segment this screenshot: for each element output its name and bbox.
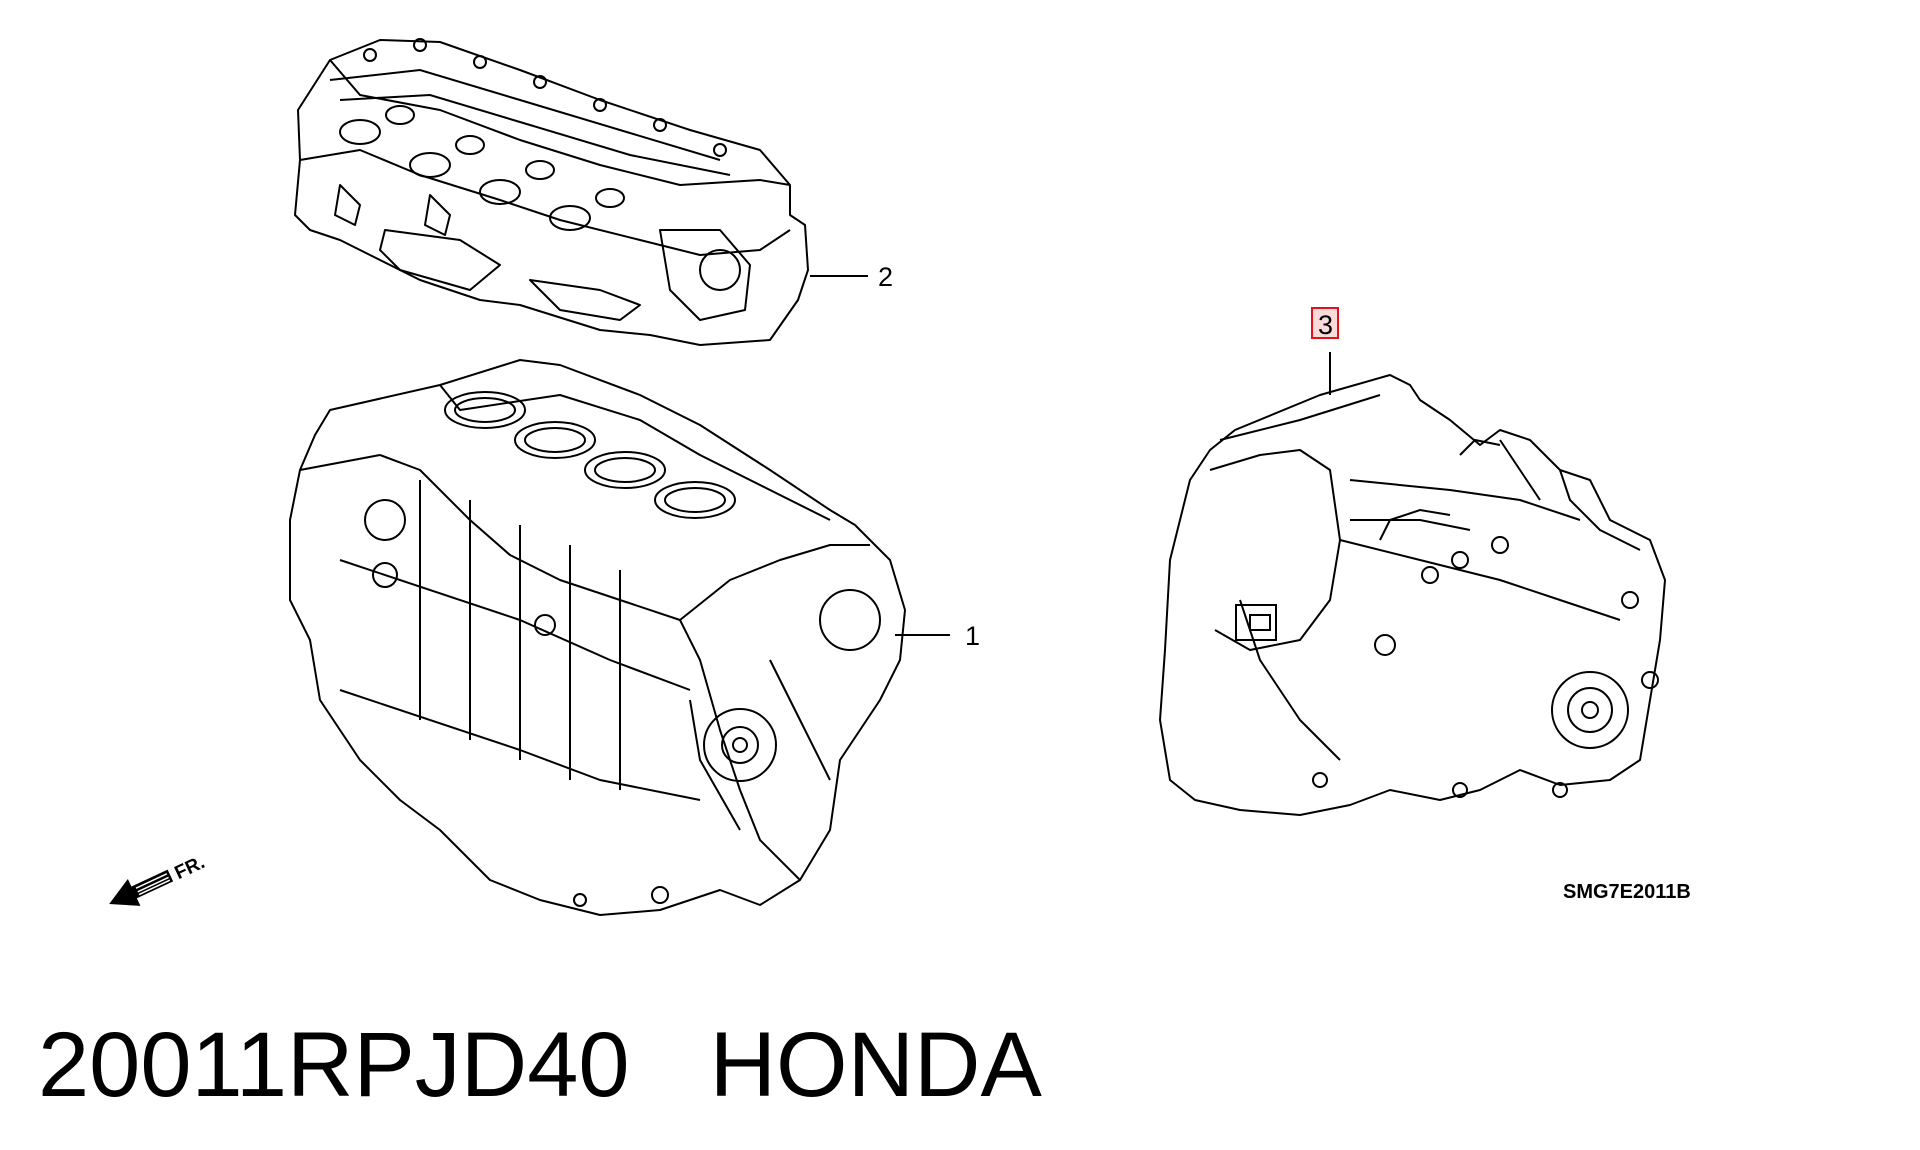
diagram-code: SMG7E2011B [1563,881,1691,903]
front-marker-label: FR. [172,852,209,884]
engine-block-cylinder-bores [364,391,881,907]
cylinder-head-valve-details [329,38,731,231]
cylinder-head-drawing[interactable] [294,39,809,346]
brand-name: HONDA [709,1013,1042,1116]
callout-label-1: 1 [965,621,980,651]
transmission-drawing[interactable] [1159,374,1666,816]
callout-highlight-box-3[interactable] [1311,307,1339,339]
page-footer: 20011RPJD40 HONDA [38,1010,1042,1120]
callout-leaders [810,275,1331,636]
engine-block-drawing[interactable] [289,359,906,916]
callout-label-3: 3 [1318,310,1333,340]
part-number: 20011RPJD40 [38,1013,630,1116]
front-direction-arrow-icon: FR. [109,852,209,906]
transmission-details [1235,438,1659,798]
callout-label-2: 2 [878,262,893,292]
